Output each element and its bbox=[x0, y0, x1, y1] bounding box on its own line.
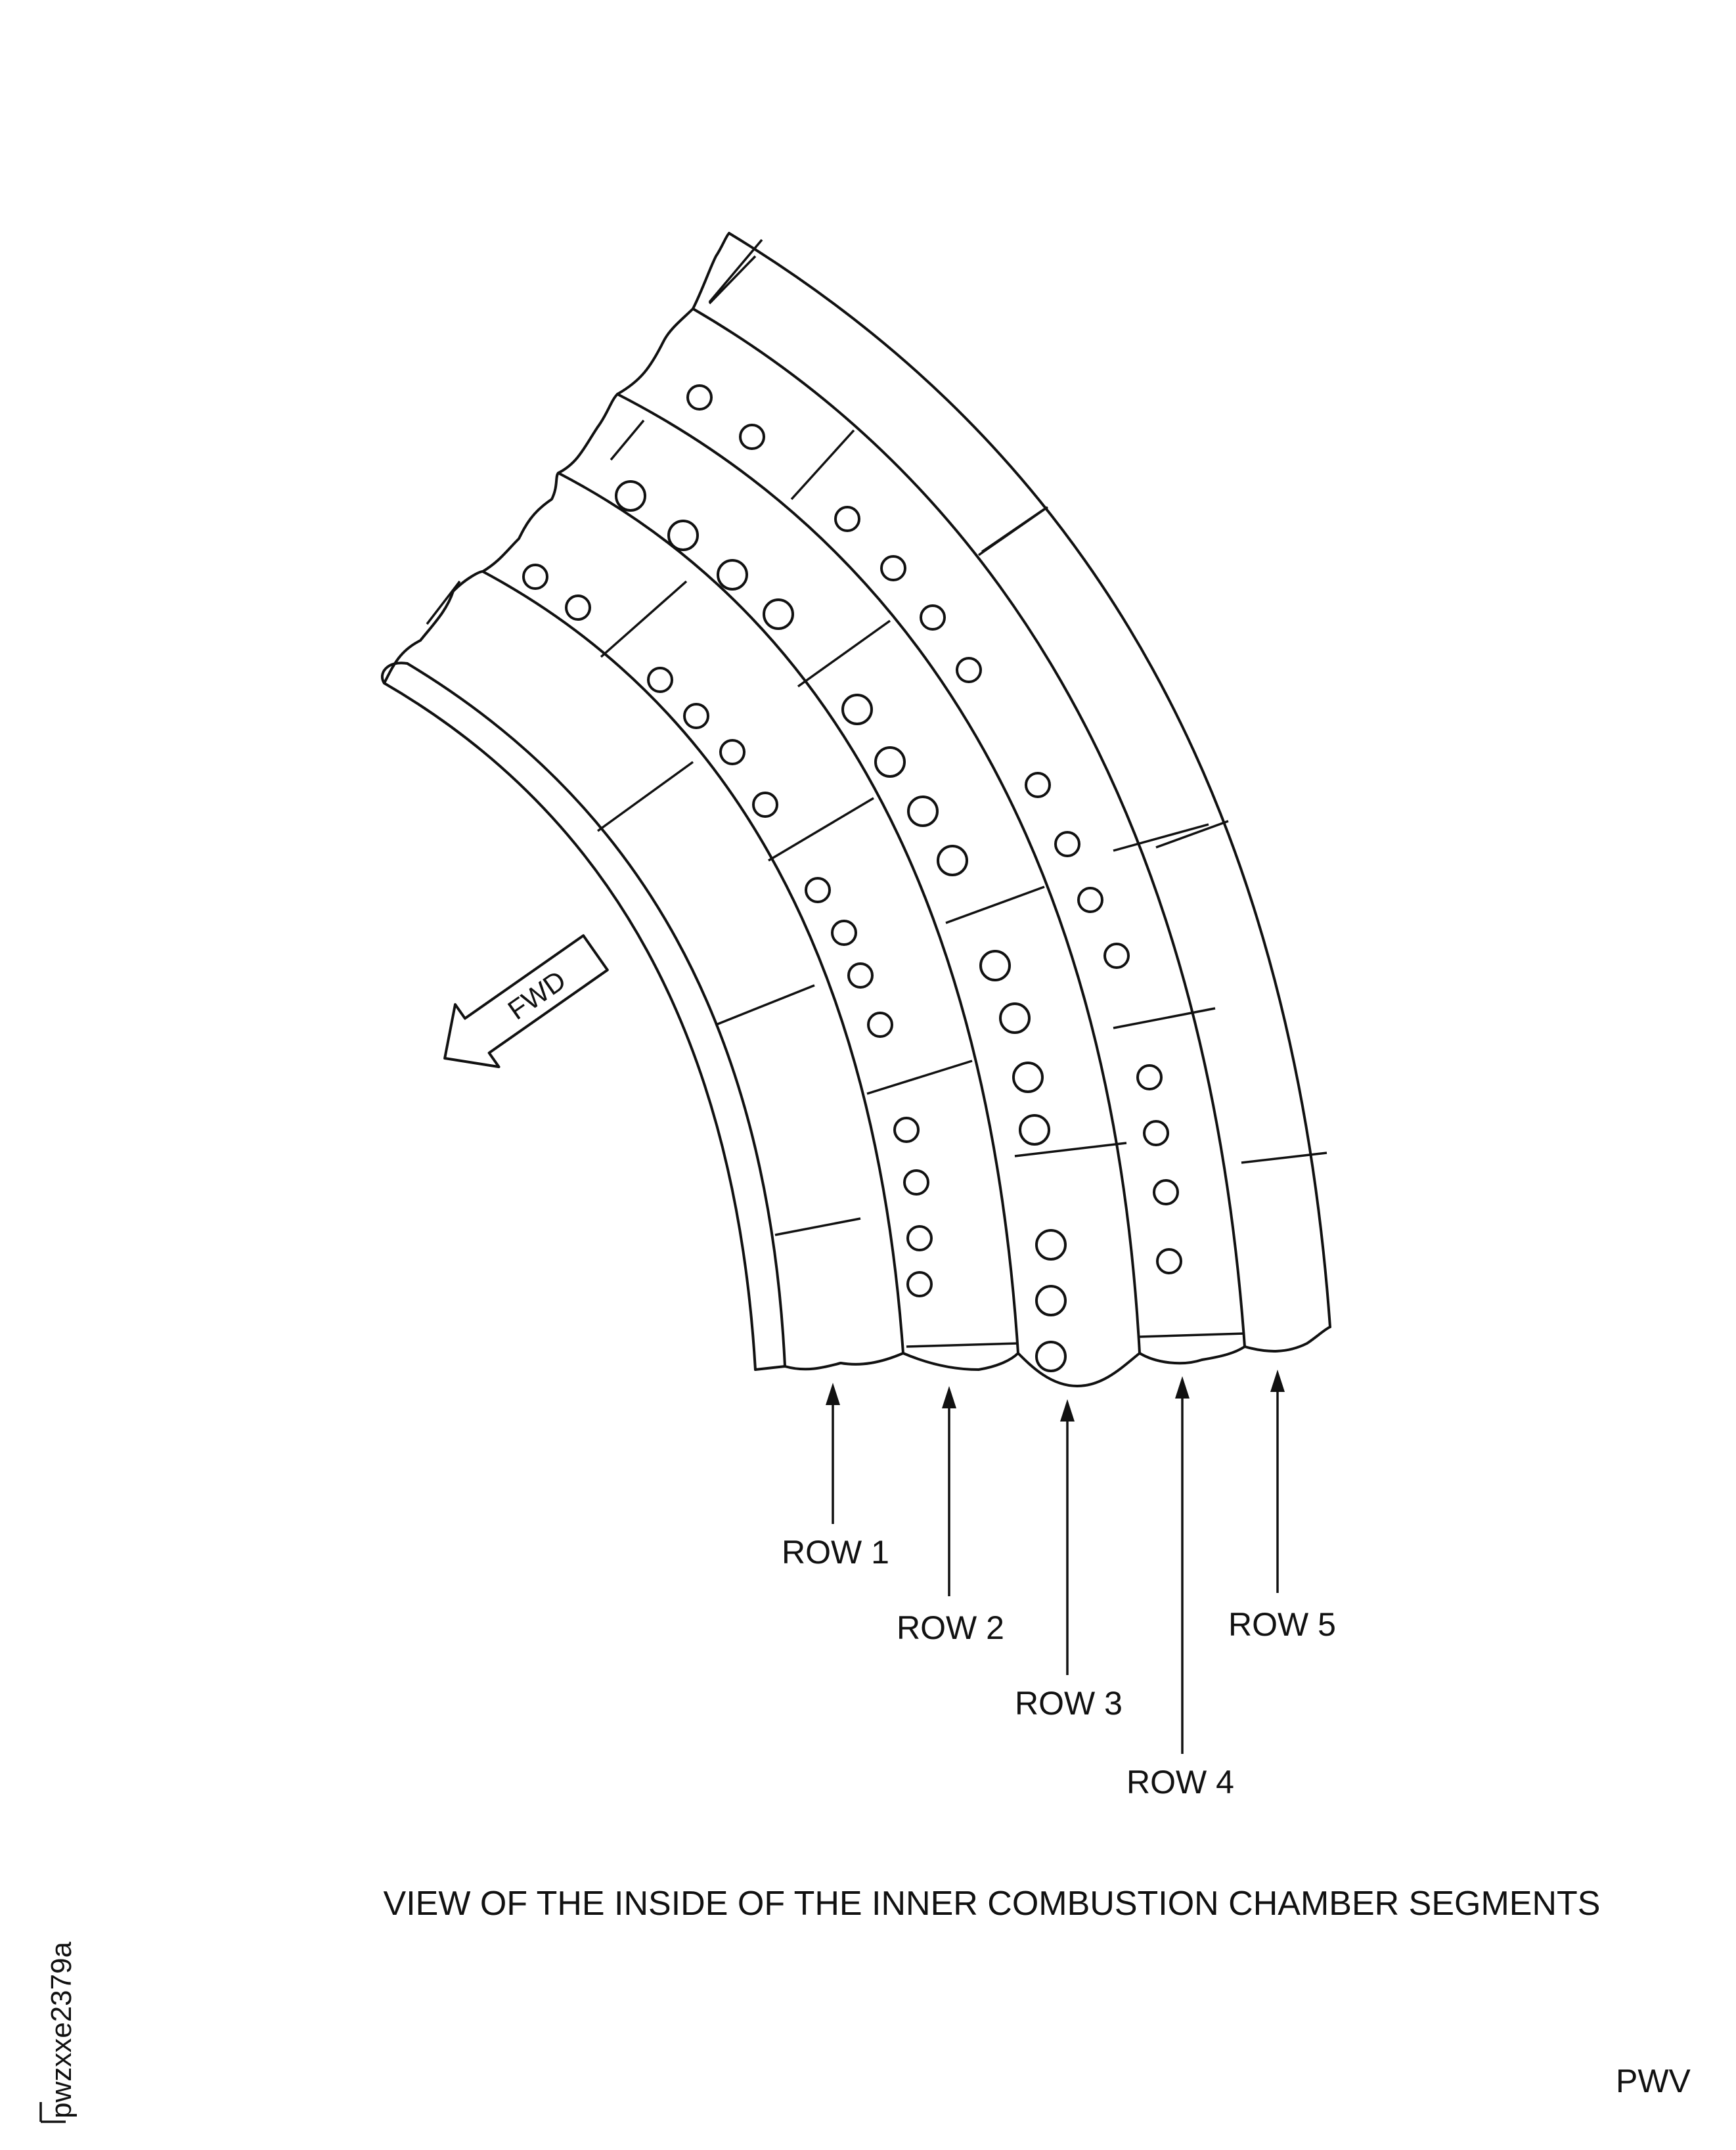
cooling-hole bbox=[847, 962, 874, 989]
cooling-hole bbox=[834, 506, 860, 532]
cooling-hole bbox=[1077, 887, 1103, 913]
row5-divider-4 bbox=[1241, 1152, 1327, 1164]
row3-boundary bbox=[616, 393, 1141, 1355]
cooling-hole bbox=[763, 598, 794, 630]
row5-divider-3 bbox=[1155, 820, 1229, 849]
cooling-hole bbox=[1025, 772, 1051, 798]
cooling-hole bbox=[841, 694, 873, 725]
cooling-hole bbox=[1103, 943, 1130, 969]
cooling-hole bbox=[719, 739, 746, 765]
row3-divider-1 bbox=[790, 429, 855, 501]
cooling-hole bbox=[874, 746, 906, 778]
cooling-hole bbox=[522, 564, 548, 590]
row4-divider-4 bbox=[1139, 1332, 1245, 1338]
row-5-pointer-arrowhead bbox=[1270, 1370, 1285, 1392]
row1-boundary bbox=[481, 570, 904, 1355]
cooling-hole bbox=[867, 1012, 893, 1038]
row-4-pointer-arrowhead bbox=[1175, 1376, 1190, 1399]
row-1-pointer-arrowhead bbox=[826, 1383, 840, 1405]
cooling-hole bbox=[920, 604, 946, 631]
row2-divider-2 bbox=[600, 580, 688, 658]
cooling-hole bbox=[1012, 1062, 1044, 1093]
row1-divider-3 bbox=[715, 984, 815, 1026]
outer-edge bbox=[728, 232, 1331, 1328]
row1-divider-1 bbox=[426, 580, 461, 625]
row3-divider-4 bbox=[1014, 1142, 1127, 1157]
row5-divider-2 bbox=[978, 506, 1048, 556]
cooling-hole bbox=[906, 1225, 933, 1251]
cooling-hole bbox=[1054, 831, 1080, 857]
cooling-hole bbox=[565, 594, 591, 621]
cooling-hole bbox=[1136, 1064, 1163, 1090]
cooling-hole bbox=[752, 792, 778, 818]
cooling-hole bbox=[1143, 1120, 1169, 1146]
cooling-hole bbox=[1035, 1229, 1067, 1261]
cooling-hole bbox=[686, 384, 713, 411]
row4-divider-1 bbox=[708, 255, 757, 305]
broken-bottom-edge bbox=[754, 1326, 1331, 1387]
forward-arrow-label: FWD bbox=[502, 964, 571, 1025]
row4-divider-3 bbox=[1113, 823, 1209, 852]
row-2-pointer-arrowhead bbox=[942, 1386, 956, 1408]
liner-lip bbox=[380, 661, 409, 684]
cooling-hole bbox=[1153, 1179, 1179, 1205]
row1-divider-4 bbox=[774, 1217, 861, 1236]
corner-code: PWV bbox=[1616, 2063, 1691, 2099]
cooling-hole bbox=[615, 480, 646, 512]
cooling-hole bbox=[831, 920, 857, 946]
row-1-label: ROW 1 bbox=[782, 1534, 889, 1571]
cooling-holes bbox=[522, 384, 1182, 1372]
cooling-hole bbox=[739, 424, 765, 450]
broken-top-edge bbox=[383, 232, 730, 684]
row-2-label: ROW 2 bbox=[897, 1609, 1004, 1646]
row2-divider-4 bbox=[866, 1060, 973, 1095]
figure-caption: VIEW OF THE INSIDE OF THE INNER COMBUSTI… bbox=[384, 1885, 1601, 1923]
cooling-hole bbox=[979, 950, 1011, 981]
row4-divider-5 bbox=[1113, 1007, 1216, 1029]
cooling-hole bbox=[907, 795, 939, 827]
cooling-hole bbox=[1019, 1114, 1050, 1146]
cooling-hole bbox=[956, 657, 982, 683]
cooling-hole bbox=[893, 1117, 920, 1143]
row5-divider-1 bbox=[708, 238, 763, 303]
row3-divider-2 bbox=[797, 619, 891, 688]
row2-divider-3 bbox=[768, 797, 874, 862]
cooling-hole bbox=[903, 1169, 929, 1196]
row-3-pointer-arrowhead bbox=[1060, 1399, 1075, 1422]
figure-id: pwzxxe2379a bbox=[45, 1941, 78, 2118]
row1-divider-2 bbox=[596, 761, 694, 832]
cooling-hole bbox=[717, 559, 748, 591]
cooling-hole bbox=[906, 1271, 933, 1297]
cooling-hole bbox=[937, 845, 968, 876]
row-3-label: ROW 3 bbox=[1015, 1685, 1123, 1722]
cooling-hole bbox=[1156, 1248, 1182, 1274]
row3-divider-3 bbox=[945, 885, 1045, 924]
row2-divider-5 bbox=[906, 1342, 1019, 1348]
forward-arrow: FWD bbox=[443, 934, 609, 1069]
cooling-hole bbox=[880, 555, 906, 581]
cooling-hole bbox=[999, 1002, 1031, 1034]
row-5-label: ROW 5 bbox=[1228, 1606, 1336, 1643]
row2-boundary bbox=[557, 472, 1019, 1355]
inner-liner-edge bbox=[383, 682, 757, 1371]
inner-liner-edge-2 bbox=[406, 662, 786, 1368]
cooling-hole bbox=[1035, 1285, 1067, 1316]
row-pointers bbox=[826, 1370, 1285, 1754]
row-4-label: ROW 4 bbox=[1126, 1764, 1234, 1801]
cooling-hole bbox=[1035, 1341, 1067, 1372]
row2-divider-1 bbox=[610, 419, 645, 461]
row4-boundary bbox=[692, 307, 1246, 1348]
cooling-hole bbox=[647, 667, 673, 693]
cooling-hole bbox=[667, 520, 699, 551]
cooling-hole bbox=[805, 877, 831, 903]
cooling-hole bbox=[683, 703, 709, 729]
